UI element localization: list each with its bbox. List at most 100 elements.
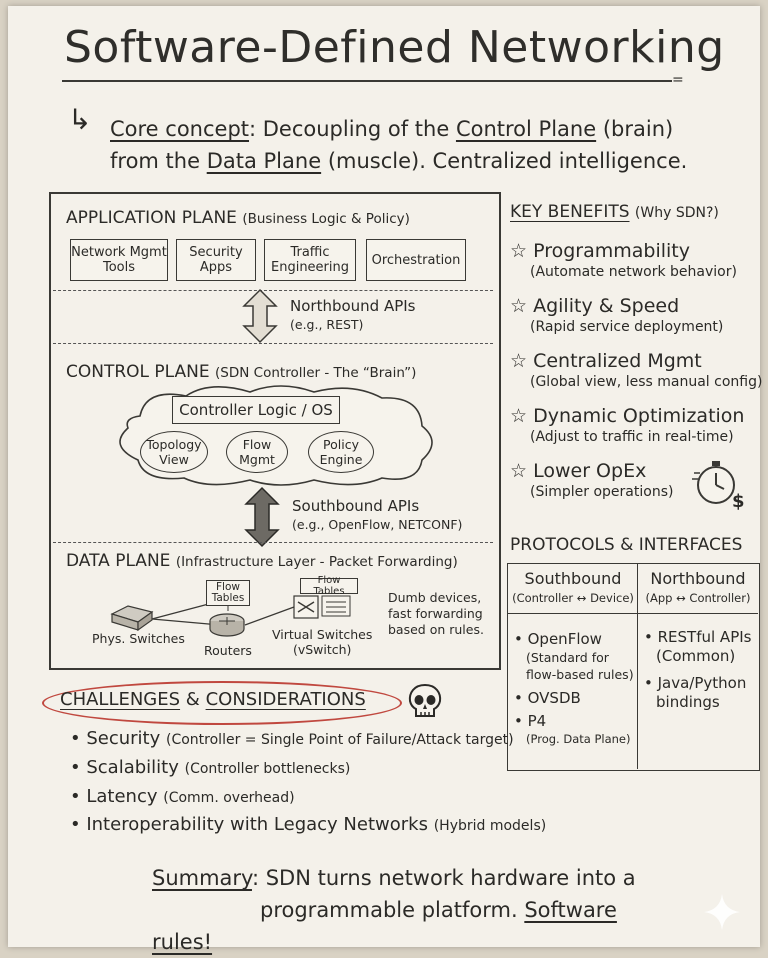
note-line-1: Dumb devices,	[388, 590, 482, 605]
challenge-desc: (Comm. overhead)	[163, 790, 295, 806]
challenge-desc: (Controller = Single Point of Failure/At…	[166, 732, 514, 748]
star-icon: ☆	[510, 295, 528, 317]
benefit-desc: (Simpler operations)	[530, 484, 674, 500]
benefit-item: ☆ Centralized Mgmt (Global view, less ma…	[510, 350, 762, 390]
control-plane-title: CONTROL PLANE	[66, 362, 210, 382]
list-item: • RESTful APIs	[644, 628, 752, 646]
protocol-desc: (Standard for flow-based rules)	[526, 649, 634, 683]
list-item: • OpenFlow	[514, 630, 602, 648]
controller-logic-box: Controller Logic / OS	[172, 396, 340, 424]
topology-view-module: Topology View	[140, 431, 208, 473]
vswitch-label: (vSwitch)	[292, 642, 352, 657]
plane-divider-mid	[53, 343, 493, 344]
physical-switch-icon	[110, 605, 154, 632]
control-plane-term: Control Plane	[455, 117, 597, 141]
star-icon: ☆	[510, 240, 528, 262]
benefit-desc: (Automate network behavior)	[530, 264, 737, 280]
protocol-desc: (Common)	[656, 647, 751, 666]
benefit-item: ☆ Lower OpEx (Simpler operations)	[510, 460, 673, 500]
core-text-3: (muscle). Centralized intelligence.	[327, 149, 688, 173]
challenge-desc: (Hybrid models)	[433, 818, 547, 834]
protocol-name: OVSDB	[527, 689, 581, 707]
challenges-title: CHALLENGES & CONSIDERATIONS	[60, 689, 366, 710]
challenge-name: Interoperability with Legacy Networks	[86, 814, 428, 835]
core-text-2: from the	[110, 149, 201, 173]
protocols-header: PROTOCOLS & INTERFACES	[510, 535, 743, 555]
application-plane-title: APPLICATION PLANE	[66, 208, 237, 228]
northbound-arrow-icon	[242, 288, 278, 344]
benefits-title: KEY BENEFITS	[510, 202, 630, 222]
curved-arrow-icon: ↳	[68, 103, 92, 136]
app-box-network-mgmt: Network Mgmt Tools	[70, 239, 168, 281]
protocol-desc-line: (Prog. Data Plane)	[526, 732, 631, 746]
dumb-devices-note: Dumb devices, fast forwarding based on r…	[388, 590, 484, 638]
challenge-name: Scalability	[86, 757, 179, 778]
benefits-subtitle: (Why SDN?)	[634, 205, 719, 221]
title-underline	[62, 80, 672, 82]
southbound-arrow-icon	[244, 486, 280, 548]
control-plane-header: CONTROL PLANE (SDN Controller - The “Bra…	[66, 362, 416, 382]
page-title: Software-Defined Networking	[64, 22, 725, 73]
svg-text:$: $	[732, 491, 745, 511]
southbound-api-title: Southbound APIs	[292, 497, 420, 515]
southbound-header-title: Southbound	[524, 569, 622, 588]
star-icon: ☆	[510, 460, 528, 482]
note-line-2: fast forwarding	[388, 606, 483, 621]
data-plane-term: Data Plane	[206, 149, 322, 173]
benefit-name: Lower OpEx	[533, 460, 647, 482]
virtual-switch-icon	[293, 595, 351, 619]
benefit-item: ☆ Dynamic Optimization (Adjust to traffi…	[510, 405, 744, 445]
challenge-item: • Latency (Comm. overhead)	[70, 786, 295, 807]
southbound-api-label: Southbound APIs (e.g., OpenFlow, NETCONF…	[292, 497, 462, 534]
note-line-3: based on rules.	[388, 622, 484, 637]
protocol-name: RESTful APIs	[657, 628, 752, 646]
summary-text-1: : SDN turns network hardware into a	[251, 866, 636, 890]
application-plane-header: APPLICATION PLANE (Business Logic & Poli…	[66, 208, 410, 228]
challenges-amp: &	[185, 689, 200, 710]
stopwatch-dollar-icon: $	[692, 461, 745, 511]
application-plane-subtitle: (Business Logic & Policy)	[242, 211, 410, 227]
summary-emphasis: Software rules!	[152, 898, 617, 954]
protocol-desc-line: flow-based rules)	[526, 667, 634, 682]
benefit-desc: (Rapid service deployment)	[530, 319, 724, 335]
northbound-api-example: (e.g., REST)	[290, 317, 364, 332]
challenge-item: • Security (Controller = Single Point of…	[70, 728, 514, 749]
southbound-column-header: Southbound (Controller ↔ Device)	[509, 570, 637, 607]
challenge-name: Latency	[86, 786, 158, 807]
protocol-desc-line: (Common)	[656, 647, 736, 665]
northbound-list: • RESTful APIs (Common) • Java/Python bi…	[644, 628, 751, 712]
challenge-desc: (Controller bottlenecks)	[184, 761, 351, 777]
benefits-header: KEY BENEFITS (Why SDN?)	[510, 202, 719, 222]
core-concept: Core concept: Decoupling of the Control …	[110, 113, 720, 177]
app-box-security: Security Apps	[176, 239, 256, 281]
protocols-column-divider	[637, 563, 638, 769]
northbound-api-title: Northbound APIs	[290, 297, 416, 315]
skull-icon	[408, 683, 442, 717]
routers-label: Routers	[204, 643, 252, 658]
virtual-switches-title: Virtual Switches	[272, 627, 373, 642]
policy-engine-module: Policy Engine	[308, 431, 374, 473]
challenge-name: Security	[86, 728, 161, 749]
benefit-name: Dynamic Optimization	[533, 405, 745, 427]
southbound-list: • OpenFlow (Standard for flow-based rule…	[514, 630, 634, 746]
northbound-header-title: Northbound	[650, 569, 746, 588]
protocol-desc: bindings	[656, 693, 751, 712]
challenges-title-a: CHALLENGES	[60, 689, 181, 710]
list-item: • P4	[514, 712, 547, 730]
phys-switches-label: Phys. Switches	[92, 631, 185, 646]
brain-term: (brain)	[602, 117, 674, 141]
plane-divider-bottom	[53, 542, 493, 543]
northbound-api-label: Northbound APIs (e.g., REST)	[290, 297, 416, 334]
challenges-title-b: CONSIDERATIONS	[205, 689, 366, 710]
app-box-orchestration: Orchestration	[366, 239, 466, 281]
star-icon: ☆	[510, 405, 528, 427]
list-item: • OVSDB	[514, 689, 581, 707]
core-text-1: : Decoupling of the	[249, 117, 450, 141]
summary-label: Summary	[152, 866, 252, 890]
benefit-item: ☆ Programmability (Automate network beha…	[510, 240, 737, 280]
protocol-desc-line: bindings	[656, 693, 720, 711]
protocol-desc-line: (Standard for	[526, 650, 609, 665]
benefit-desc: (Global view, less manual config)	[530, 374, 763, 390]
benefit-name: Programmability	[533, 240, 691, 262]
plane-divider-top	[53, 290, 493, 291]
